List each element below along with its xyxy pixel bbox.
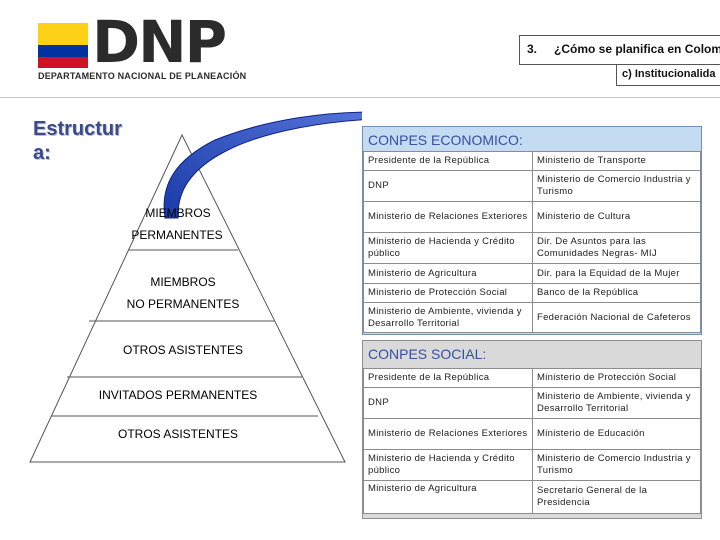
table-cell: Ministerio de Comercio Industria y Turis… [533,450,701,481]
conpes-economico-title: CONPES ECONOMICO: [368,132,523,148]
table-cell: Ministerio de Relaciones Exteriores [363,419,533,450]
conpes-social-panel: CONPES SOCIAL: Presidente de la Repúblic… [362,340,702,519]
flag-blue-stripe [38,45,88,57]
logo-subtitle: DEPARTAMENTO NACIONAL DE PLANEACIÓN [38,71,247,81]
subsection-title: c) Institucionalida [622,68,716,80]
table-cell: Ministerio de Comercio Industria y Turis… [533,171,701,202]
flag-yellow-stripe [38,23,88,45]
curved-arrow-icon [163,111,362,219]
subsection-heading-box: c) Institucionalida [616,64,720,86]
conpes-social-table: Presidente de la República Ministerio de… [363,368,701,514]
pyramid-level-1-line1: MIEMBROS [145,206,210,220]
table-cell: Ministerio de Agricultura [363,264,533,284]
table-cell: Dir. para la Equidad de la Mujer [533,264,701,284]
table-cell: Ministerio de Transporte [533,151,701,171]
flag-red-stripe [38,57,88,68]
pyramid-level-1-line2: PERMANENTES [131,228,222,242]
pyramid-level-2-line2: NO PERMANENTES [127,297,240,311]
pyramid-level-3-label: OTROS ASISTENTES [123,343,243,357]
colombia-flag-icon [38,23,88,68]
section-title: ¿Cómo se planifica en Colom [554,42,720,56]
table-cell: Presidente de la República [363,368,533,388]
table-cell: Ministerio de Hacienda y Crédito público [363,233,533,264]
table-cell: Ministerio de Protección Social [533,368,701,388]
table-cell: Ministerio de Relaciones Exteriores [363,202,533,233]
table-cell: Ministerio de Hacienda y Crédito público [363,450,533,481]
pyramid-level-4-label: INVITADOS PERMANENTES [99,388,257,402]
page-title: Estructur a: [33,118,122,164]
conpes-economico-table: Presidente de la República Ministerio de… [363,151,701,333]
header-divider [0,97,720,98]
table-cell: Dir. De Asuntos para las Comunidades Neg… [533,233,701,264]
pyramid-level-5-label: OTROS ASISTENTES [118,427,238,441]
pyramid-level-2-line1: MIEMBROS [150,275,215,289]
table-cell: Ministerio de Cultura [533,202,701,233]
conpes-social-title: CONPES SOCIAL: [368,346,487,362]
table-cell: Ministerio de Ambiente, vivienda y Desar… [533,388,701,419]
table-cell: Presidente de la República [363,151,533,171]
table-cell: Banco de la República [533,284,701,303]
logo-text: DNP [92,8,227,76]
table-cell: Ministerio de Educación [533,419,701,450]
pyramid-outline [29,133,346,463]
table-cell: Ministerio de Protección Social [363,284,533,303]
section-number: 3. [527,42,538,56]
table-cell: Ministerio de Ambiente, vivienda y Desar… [363,303,533,333]
table-cell: Ministerio de Agricultura [363,481,533,514]
conpes-economico-panel: CONPES ECONOMICO: Presidente de la Repúb… [362,126,702,335]
table-cell: DNP [363,171,533,202]
section-heading-box: 3. ¿Cómo se planifica en Colom [519,35,720,65]
table-cell: Federación Nacional de Cafeteros [533,303,701,333]
pyramid-diagram: MIEMBROS PERMANENTES MIEMBROS NO PERMANE… [29,111,362,463]
table-cell: DNP [363,388,533,419]
table-cell: Secretario General de la Presidencia [533,481,701,514]
